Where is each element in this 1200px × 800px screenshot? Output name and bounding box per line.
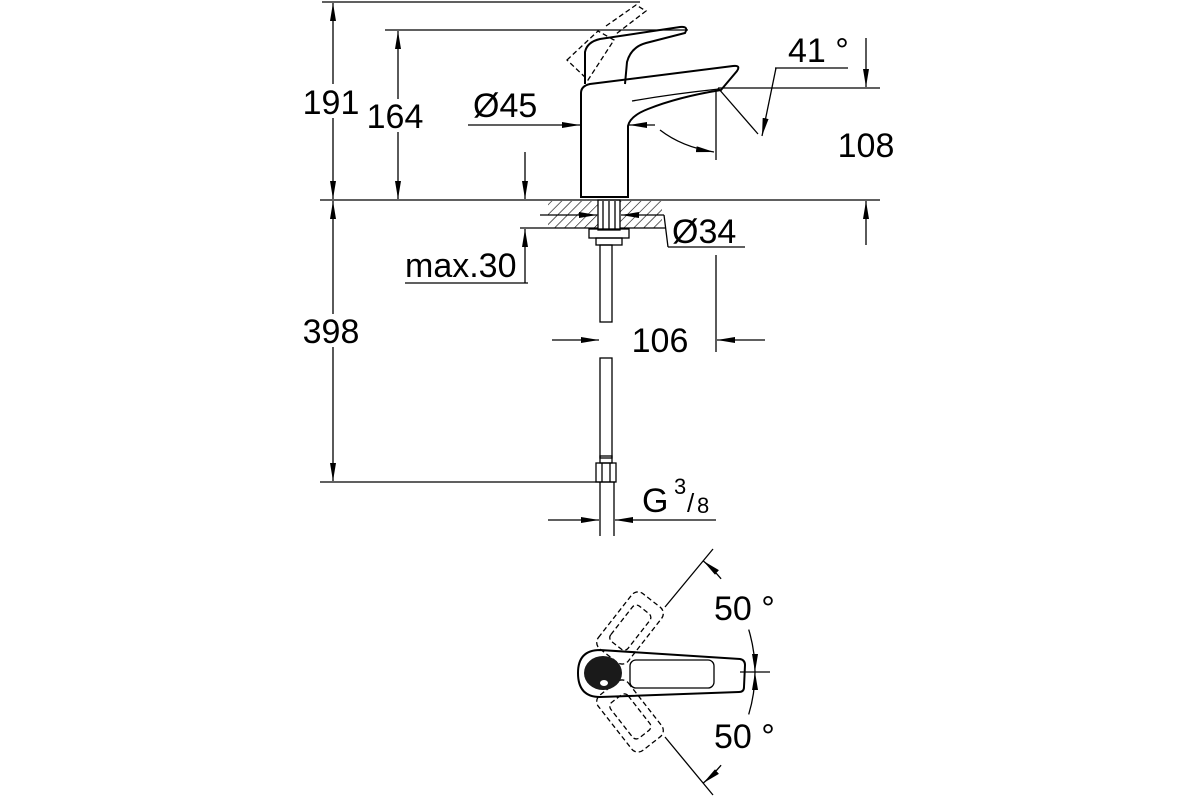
rotation-limit-line-upper <box>664 548 714 608</box>
dimension-label-41-degrees: 41 ° <box>788 32 849 70</box>
supply-hose <box>595 244 617 536</box>
dimension-label-diameter-45: Ø45 <box>473 87 537 125</box>
rotation-limit-line-lower <box>664 736 714 796</box>
dimension-label-108: 108 <box>838 127 895 165</box>
faucet-body <box>580 64 740 198</box>
spout-inner-line <box>631 88 720 102</box>
angle-leader <box>761 67 777 137</box>
lever-cap-indicator <box>600 680 608 686</box>
dimension-lever-height: 164 <box>367 29 688 199</box>
hose-lower-segment <box>599 357 613 459</box>
dimension-spout-angle: 41 ° <box>659 32 849 160</box>
angle-arc <box>659 129 715 153</box>
lever-window <box>629 659 715 689</box>
dimension-hose-length: 398 <box>303 201 615 483</box>
hose-upper-segment <box>599 244 613 323</box>
lever-cap <box>584 656 622 690</box>
label-leader <box>663 214 669 248</box>
dimension-label-max-30: max.30 <box>405 247 517 285</box>
connection-denominator: 8 <box>697 493 709 518</box>
lever-plan <box>576 648 747 699</box>
nut <box>595 237 623 246</box>
lever-rotated-upper <box>596 591 664 665</box>
dimension-label-50-degrees-lower: 50 ° <box>714 718 775 756</box>
connection-slash: / <box>687 488 695 518</box>
angle-arc-upper <box>702 560 722 580</box>
plan-view: 50 ° 50 ° <box>576 548 775 796</box>
lever-raised-position <box>566 30 615 82</box>
dimension-hole-diameter: Ø34 <box>540 212 745 251</box>
dimension-counter-thickness: max.30 <box>405 152 528 285</box>
connection-prefix: G <box>642 482 668 520</box>
dimension-rotation: 50 ° 50 ° <box>664 548 775 796</box>
elevation-view: 191 164 Ø45 41 ° 108 <box>303 1 894 536</box>
lever-raised-tip <box>605 4 648 35</box>
lever-window-dashed <box>609 693 652 740</box>
dimension-label-50-degrees-upper: 50 ° <box>714 590 775 628</box>
mounting-hardware <box>588 199 630 246</box>
dimension-label-164: 164 <box>367 98 424 136</box>
hose-fitting-nut <box>595 462 617 483</box>
angle-arc-lower <box>748 671 759 715</box>
lever-window-dashed <box>609 604 652 651</box>
hose-fitting-collar <box>599 455 613 464</box>
lever-outline-dashed <box>596 591 664 665</box>
dimension-overall-height: 191 <box>303 1 640 199</box>
spout-angle-reference <box>717 87 759 135</box>
angle-arc-upper <box>748 629 759 673</box>
lever-outline <box>576 648 747 699</box>
dimension-connection-thread: G 3 / 8 <box>548 474 716 523</box>
dimension-label-398: 398 <box>303 313 360 351</box>
dimension-label-191: 191 <box>303 84 360 122</box>
connection-numerator: 3 <box>674 474 686 499</box>
dimension-spout-height: 108 <box>718 38 894 245</box>
threaded-shank <box>597 199 621 231</box>
angle-arc-lower <box>702 764 722 784</box>
dimension-label-diameter-34: Ø34 <box>672 213 736 251</box>
faucet-elevation <box>566 4 740 198</box>
faucet-lever <box>584 25 688 85</box>
dimension-label-106: 106 <box>632 322 689 360</box>
dimension-spout-projection: 106 <box>552 255 765 360</box>
dimension-body-diameter: Ø45 <box>468 87 655 128</box>
